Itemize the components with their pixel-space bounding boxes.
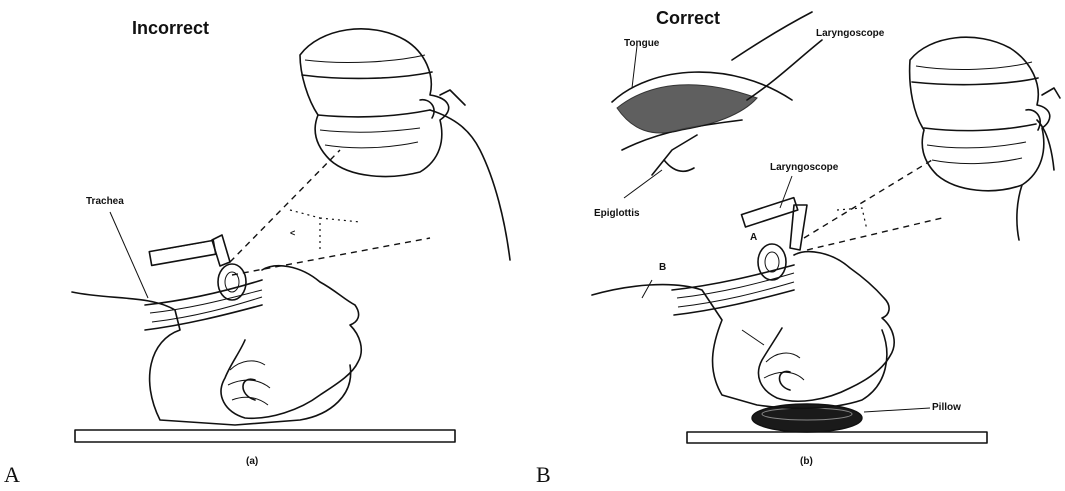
pillow-label: Pillow: [932, 402, 961, 413]
doctor-figure: [300, 29, 510, 260]
patient-hair: [228, 361, 270, 405]
angle-dotted-lines: [837, 208, 867, 230]
laryngoscope-label-mid: Laryngoscope: [770, 162, 838, 173]
laryngoscope: [149, 235, 230, 266]
epiglottis-label: Epiglottis: [594, 208, 640, 219]
angle-label: <: [290, 228, 295, 238]
pillow-pointer: [864, 408, 930, 412]
incorrect-position-illustration: [0, 0, 532, 491]
panel-a-letter: A: [4, 462, 20, 488]
trachea-pointer: [110, 212, 148, 298]
patient-hair: [764, 353, 804, 380]
line-of-sight-upper: [230, 150, 340, 262]
panel-b-title: Correct: [656, 8, 720, 29]
tongue-pointer: [632, 46, 637, 88]
airway-inset: [612, 12, 822, 175]
doctor-figure: [910, 37, 1060, 240]
patient-ear: [779, 371, 790, 390]
correct-position-illustration: [532, 0, 1065, 491]
marker-b: B: [659, 262, 666, 273]
patient-body: [72, 292, 351, 425]
patient-neck: [672, 265, 794, 315]
panel-a-subcaption: (a): [246, 456, 258, 467]
line-of-sight-lower: [807, 218, 942, 250]
epiglottis-pointer: [624, 170, 662, 198]
tongue-label: Tongue: [624, 38, 659, 49]
airway-inner: [765, 252, 779, 272]
airway-opening: [218, 264, 246, 300]
laryngoscope-label-top: Laryngoscope: [816, 28, 884, 39]
trachea-label: Trachea: [86, 196, 124, 207]
table: [687, 432, 987, 443]
panel-b-subcaption: (b): [800, 456, 813, 467]
table: [75, 430, 455, 442]
panel-a-title: Incorrect: [132, 18, 209, 39]
laryngoscope-pointer: [780, 176, 792, 208]
marker-a: A: [750, 232, 757, 243]
patient-head: [221, 266, 361, 418]
trachea: [677, 273, 794, 307]
airway-opening: [758, 244, 786, 280]
angle-dotted-lines: [290, 210, 360, 250]
pharynx-arrow: [742, 330, 764, 345]
b-axis-arrow: [642, 280, 652, 298]
panel-b-correct: Correct Tongue Laryngoscope Laryngoscope…: [532, 0, 1065, 491]
panel-a-incorrect: Incorrect Trachea < (a) A: [0, 0, 532, 491]
panel-b-letter: B: [536, 462, 551, 488]
